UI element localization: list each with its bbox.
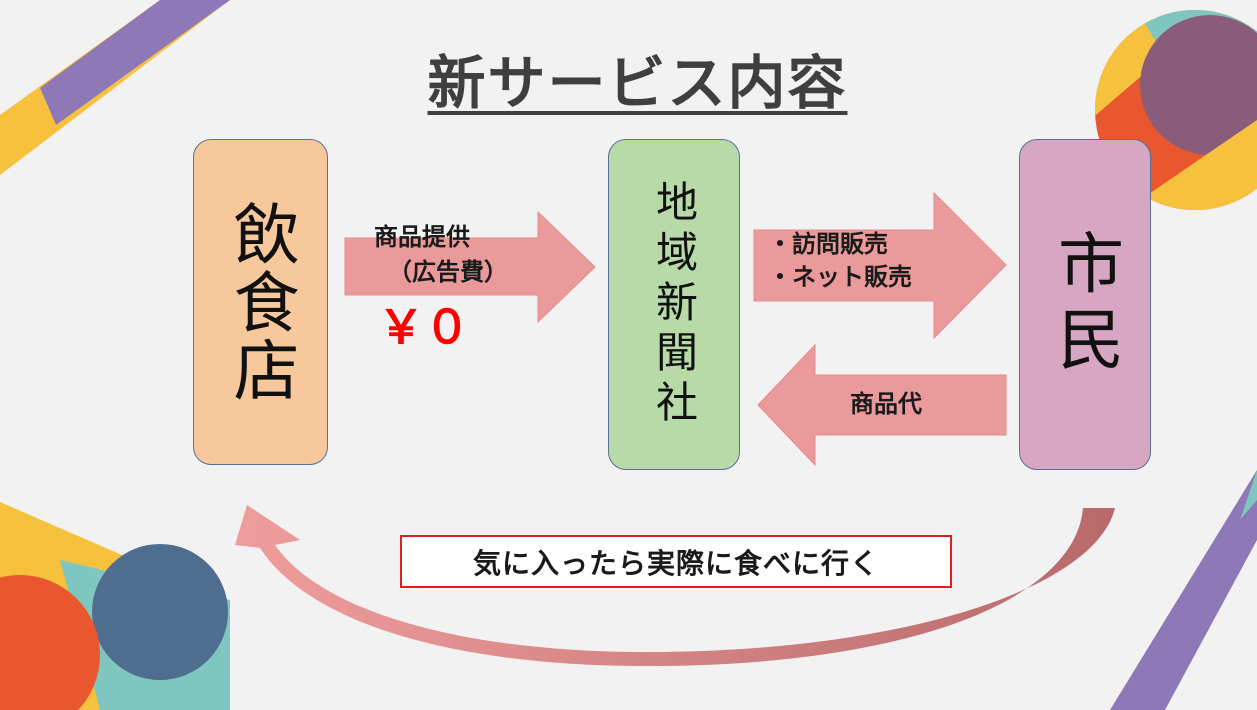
price-label: ￥０ [378,300,470,354]
arrow-citizens-to-newspaper [757,343,1007,467]
decor-top-left-stripe [0,0,230,175]
citizens-box: 市民 [1019,139,1151,470]
decor-top-right-circle [1095,10,1257,210]
arrow-restaurant-to-newspaper [344,210,596,324]
door-to-door-sales-label: ・訪問販売 [768,230,888,258]
page-title-text: 新サービス内容 [427,49,848,117]
product-offer-label: 商品提供 [374,223,470,251]
note-box: 気に入ったら実際に食べに行く [400,535,952,588]
note-text: 気に入ったら実際に食べに行く [472,546,879,580]
newspaper-label: 地域新聞社 [649,179,699,430]
citizens-label: 市民 [1047,228,1124,381]
decor-bottom-left-shapes [0,502,230,710]
online-sales-label: ・ネット販売 [768,263,912,291]
ad-fee-label: （広告費） [388,258,508,286]
page-title: 新サービス内容 [0,36,1257,120]
newspaper-box: 地域新聞社 [608,139,740,470]
restaurant-label: 飲食店 [222,200,300,404]
product-payment-label: 商品代 [850,390,922,418]
arrow-newspaper-to-citizens [753,191,1007,340]
restaurant-box: 飲食店 [193,139,328,465]
decor-bottom-right-stripe [1110,470,1257,710]
